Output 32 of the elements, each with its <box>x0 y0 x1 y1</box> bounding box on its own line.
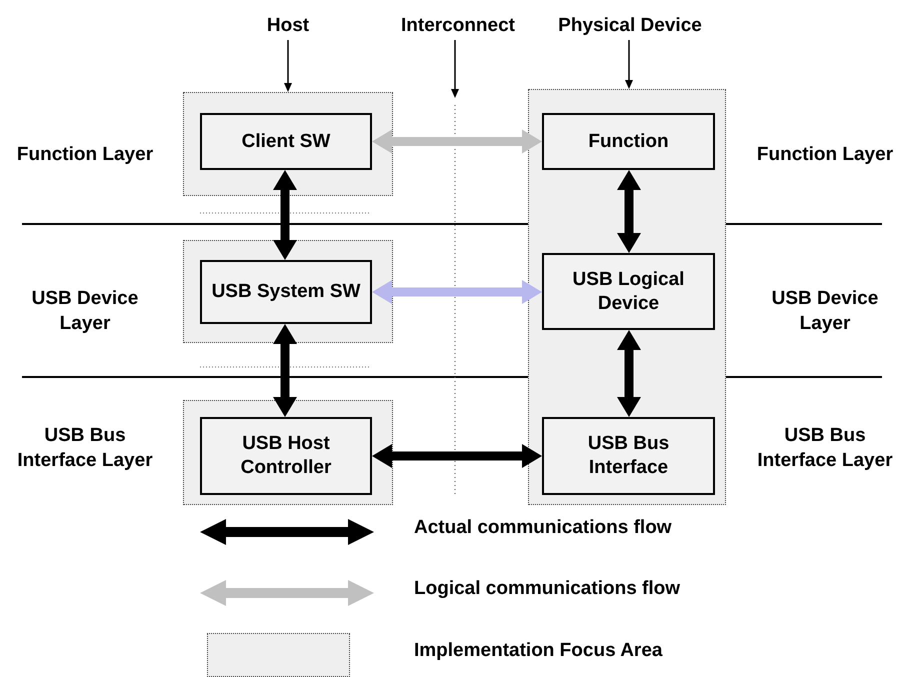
process-box: USB Host Controller <box>200 417 372 495</box>
arrow <box>273 324 297 417</box>
arrow <box>617 330 641 417</box>
process-box: Function <box>542 113 715 170</box>
arrow <box>284 40 292 92</box>
process-box: USB Logical Device <box>542 253 715 330</box>
layer-label: USB Bus Interface Layer <box>756 424 894 473</box>
arrow <box>372 444 542 468</box>
layer-label: USB Bus Interface Layer <box>16 424 154 473</box>
column-heading: Physical Device <box>548 12 712 40</box>
focus-area <box>528 89 726 505</box>
focus-area <box>183 92 393 196</box>
arrow <box>451 40 459 98</box>
legend-label: Logical communications flow <box>414 577 680 601</box>
process-box: USB Bus Interface <box>542 417 715 495</box>
process-box: Client SW <box>200 113 372 170</box>
layer-label: USB Device Layer <box>30 287 140 336</box>
arrow <box>625 40 633 89</box>
legend-label: Actual communications flow <box>414 516 672 540</box>
column-heading: Interconnect <box>393 12 523 40</box>
arrow <box>617 170 641 253</box>
focus-area <box>183 240 393 343</box>
column-heading: Host <box>252 12 324 40</box>
layer-label: USB Device Layer <box>770 287 880 336</box>
focus-area <box>183 400 393 505</box>
arrow <box>372 130 542 154</box>
legend-label: Implementation Focus Area <box>414 639 662 663</box>
layer-label: Function Layer <box>16 143 154 167</box>
layer-label: Function Layer <box>756 143 894 167</box>
arrow <box>273 170 297 260</box>
process-box: USB System SW <box>200 260 372 324</box>
arrow <box>372 280 542 304</box>
